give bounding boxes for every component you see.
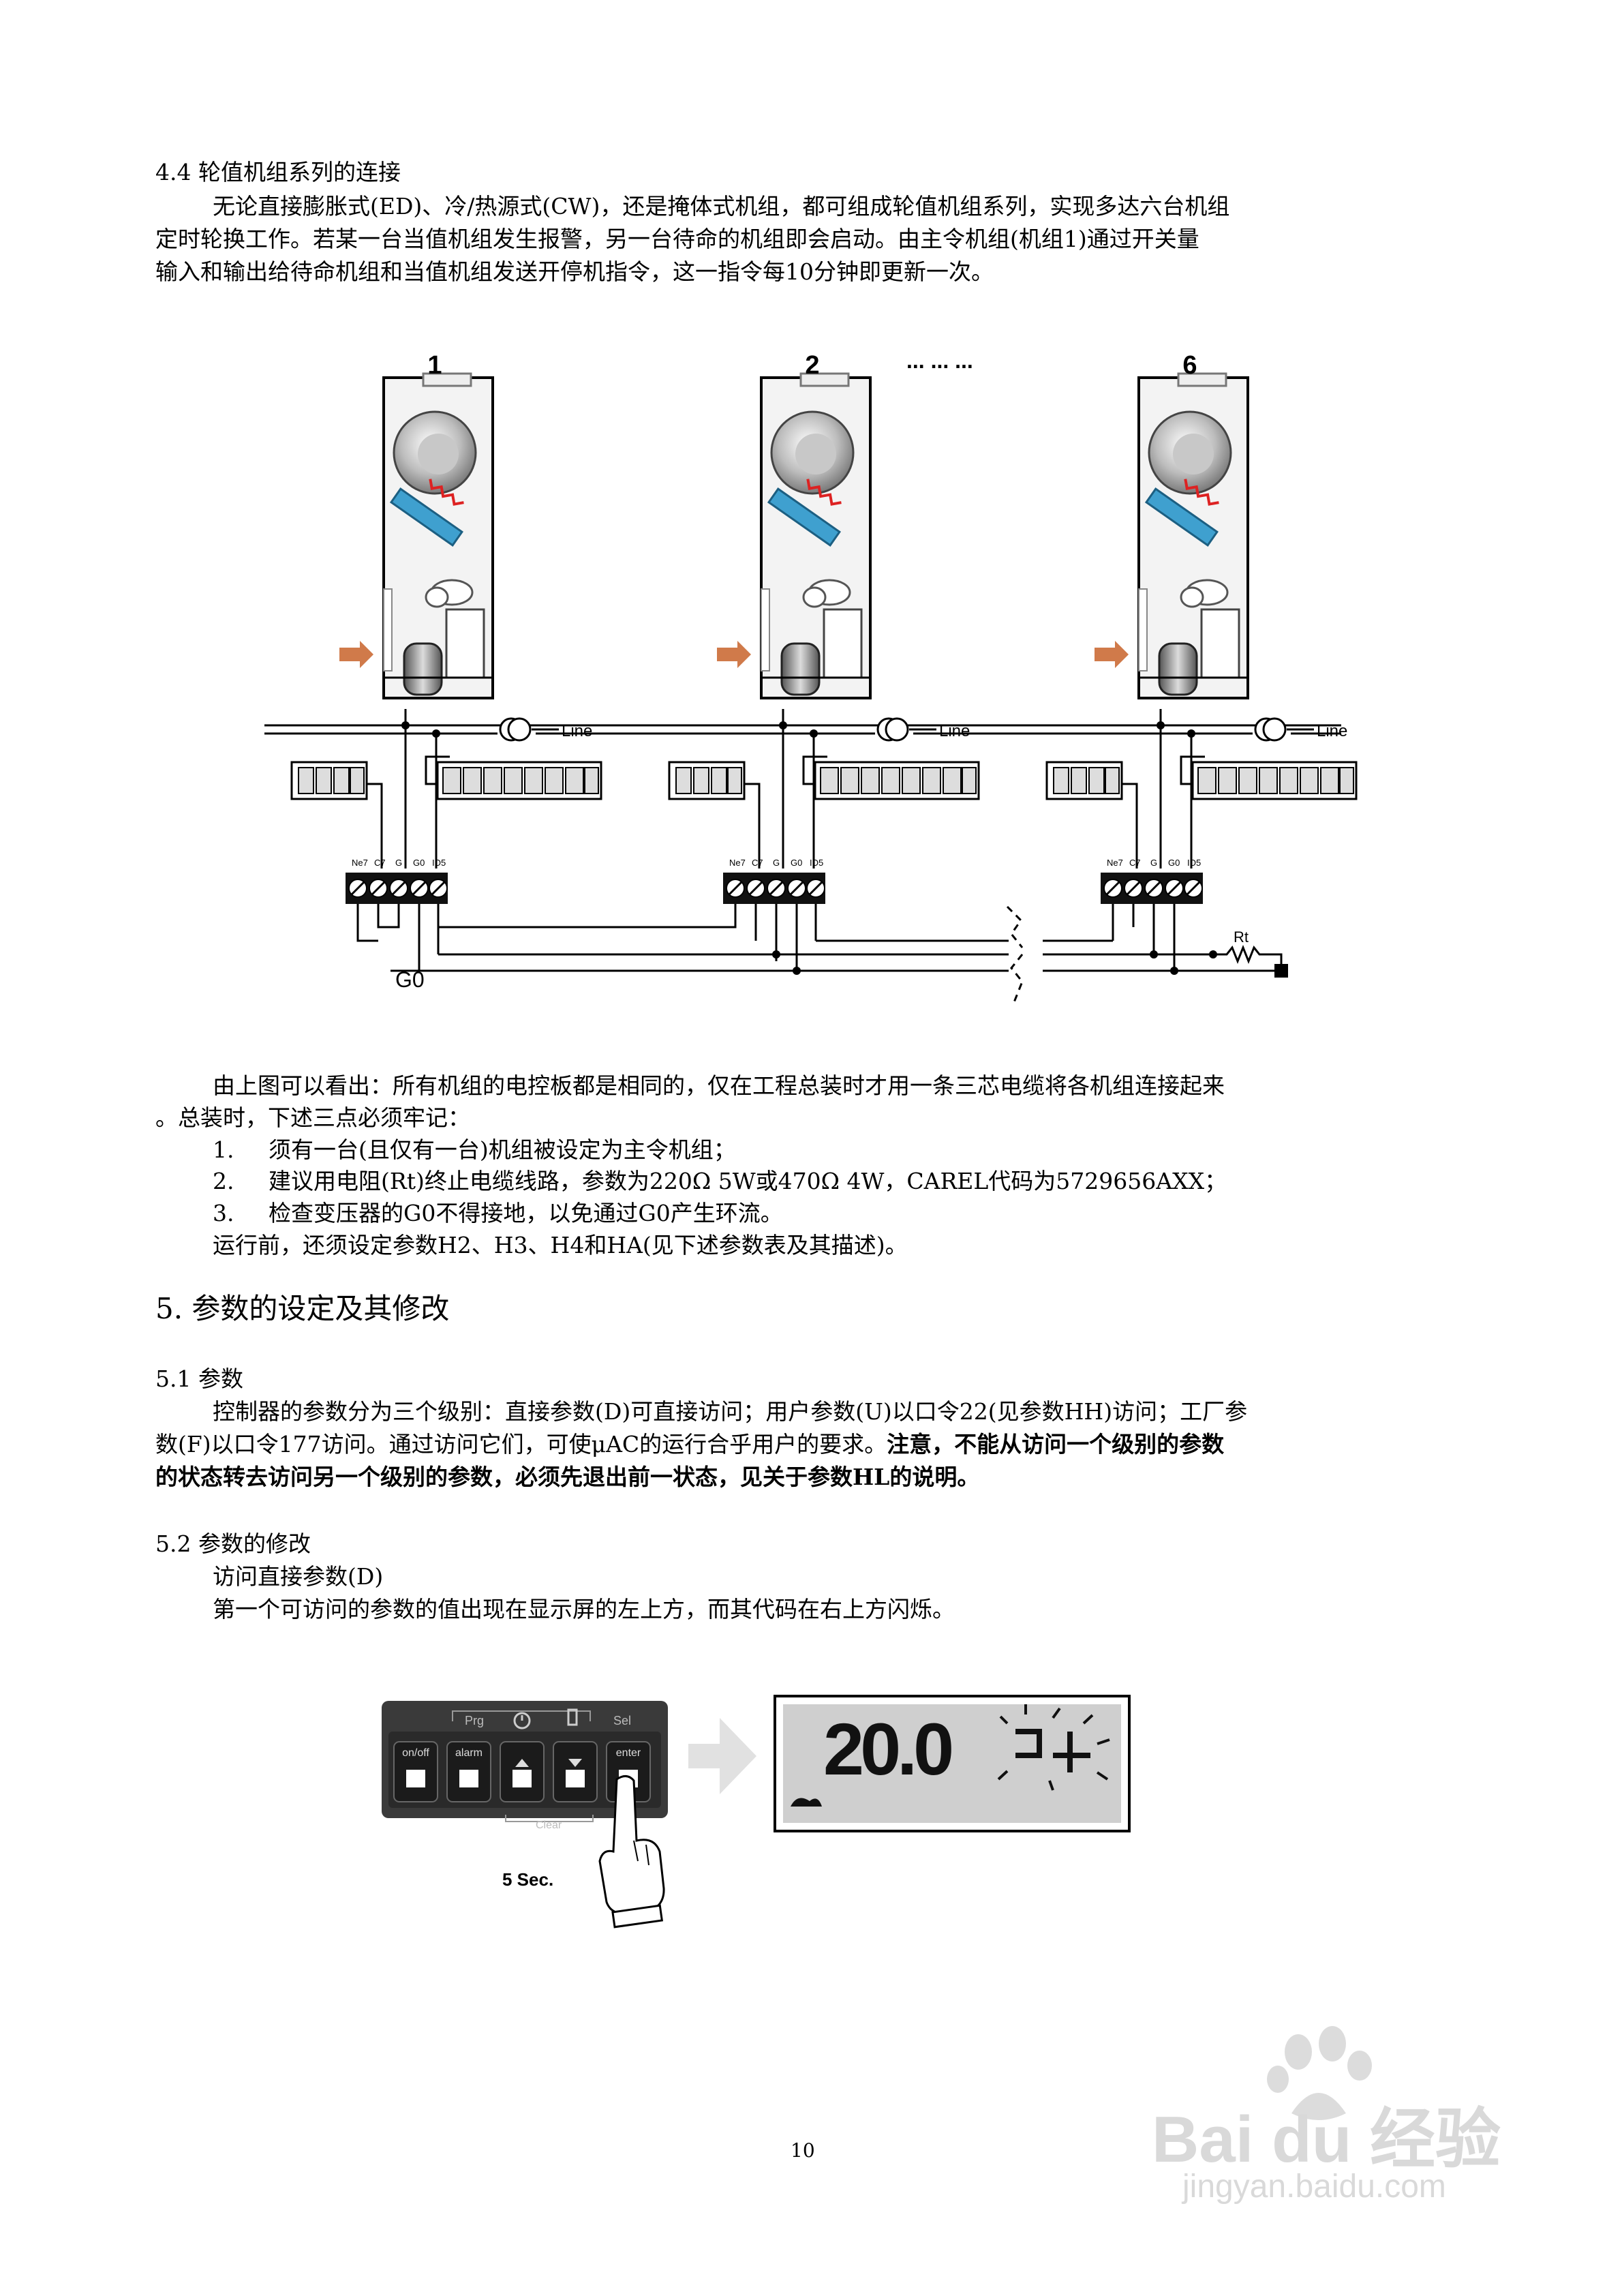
section-heading-5-1: 5.1 参数 (155, 1365, 243, 1392)
section-heading-5-2: 5.2 参数的修改 (155, 1530, 311, 1557)
svg-text:Ne7: Ne7 (729, 858, 746, 868)
subheading: 访问直接参数(D) (213, 1563, 384, 1590)
line-label-1: Line (562, 722, 592, 740)
unit-2 (437, 372, 1032, 971)
svg-text:C7: C7 (1129, 858, 1141, 868)
paragraph-line: 由上图可以看出：所有机组的电控板都是相同的，仅在工程总装时才用一条三芯电缆将各机… (213, 1072, 1225, 1099)
watermark-logo-text: Bai du 经验 (1152, 2103, 1501, 2176)
unit-number-2: 2 (805, 351, 819, 380)
svg-text:ID5: ID5 (810, 858, 823, 868)
bus-cable (391, 905, 1288, 1003)
list-item-text: 检查变压器的G0不得接地，以免通过G0产生环流。 (269, 1200, 783, 1226)
unit-6 (1020, 372, 1358, 971)
list-item-text: 建议用电阻(Rt)终止电缆线路，参数为220Ω 5W或470Ω 4W，CAREL… (269, 1168, 1227, 1194)
svg-text:Ne7: Ne7 (352, 858, 368, 868)
paragraph-text: 数(F)以口令177访问。通过访问它们，可使μAC的运行合乎用户的要求。 (155, 1431, 887, 1457)
svg-text:G0: G0 (791, 858, 802, 868)
svg-text:G: G (1150, 858, 1157, 868)
paragraph-line: 控制器的参数分为三个级别：直接参数(D)可直接访问；用户参数(U)以口令22(见… (213, 1398, 1248, 1425)
g0-label: G0 (395, 967, 425, 992)
list-item-number: 1. (213, 1136, 234, 1163)
line-label-2: Line (939, 722, 970, 740)
paragraph-line: 数(F)以口令177访问。通过访问它们，可使μAC的运行合乎用户的要求。注意，不… (155, 1428, 1224, 1462)
svg-text:G: G (773, 858, 780, 868)
paragraph-emphasis: 注意，不能从访问一个级别的参数 (887, 1431, 1225, 1457)
svg-text:Ne7: Ne7 (1107, 858, 1123, 868)
paragraph-emphasis-line: 的状态转去访问另一个级别的参数，必须先退出前一状态，见关于参数HL的说明。 (155, 1464, 980, 1490)
rt-label: Rt (1234, 928, 1249, 946)
page-number: 10 (791, 2139, 815, 2162)
paragraph-line: 第一个可访问的参数的值出现在显示屏的左上方，而其代码在右上方闪烁。 (213, 1596, 955, 1622)
svg-text:C7: C7 (374, 858, 386, 868)
list-item-number: 3. (213, 1200, 234, 1226)
paragraph-line: 输入和输出给待命机组和当值机组发送开停机指令，这一指令每10分钟即更新一次。 (155, 258, 994, 285)
line-label-6: Line (1317, 722, 1347, 740)
paragraph-line: 。总装时，下述三点必须牢记： (155, 1104, 470, 1131)
section-heading-4-4: 4.4 轮值机组系列的连接 (155, 159, 401, 185)
terminal-labels-1: Ne7 C7 G G0 ID5 (352, 858, 446, 868)
svg-text:G0: G0 (1168, 858, 1180, 868)
paragraph-line: 无论直接膨胀式(ED)、冷/热源式(CW)，还是掩体式机组，都可组成轮值机组系列… (213, 193, 1230, 220)
section-heading-5: 5. 参数的设定及其修改 (155, 1292, 450, 1325)
terminal-labels-2: Ne7 C7 G G0 ID5 (729, 858, 823, 868)
unit-number-1: 1 (427, 351, 442, 380)
watermark-url: jingyan.baidu.com (1182, 2169, 1446, 2205)
ellipsis-label: ... ... ... (906, 348, 973, 373)
svg-text:G0: G0 (413, 858, 425, 868)
svg-text:ID5: ID5 (1187, 858, 1201, 868)
svg-text:ID5: ID5 (432, 858, 446, 868)
list-item-number: 2. (213, 1168, 234, 1194)
svg-text:G: G (395, 858, 402, 868)
list-item-text: 须有一台(且仅有一台)机组被设定为主令机组； (269, 1136, 736, 1163)
svg-text:C7: C7 (752, 858, 763, 868)
unit-1 (264, 372, 654, 971)
paragraph-line: 定时轮换工作。若某一台当值机组发生报警，另一台待命的机组即会启动。由主令机组(机… (155, 226, 1199, 252)
unit-number-6: 6 (1182, 351, 1197, 380)
paw-logo-icon (1267, 2026, 1372, 2120)
terminal-labels-6: Ne7 C7 G G0 ID5 (1107, 858, 1201, 868)
note-line: 运行前，还须设定参数H2、H3、H4和HA(见下述参数表及其描述)。 (213, 1232, 908, 1258)
